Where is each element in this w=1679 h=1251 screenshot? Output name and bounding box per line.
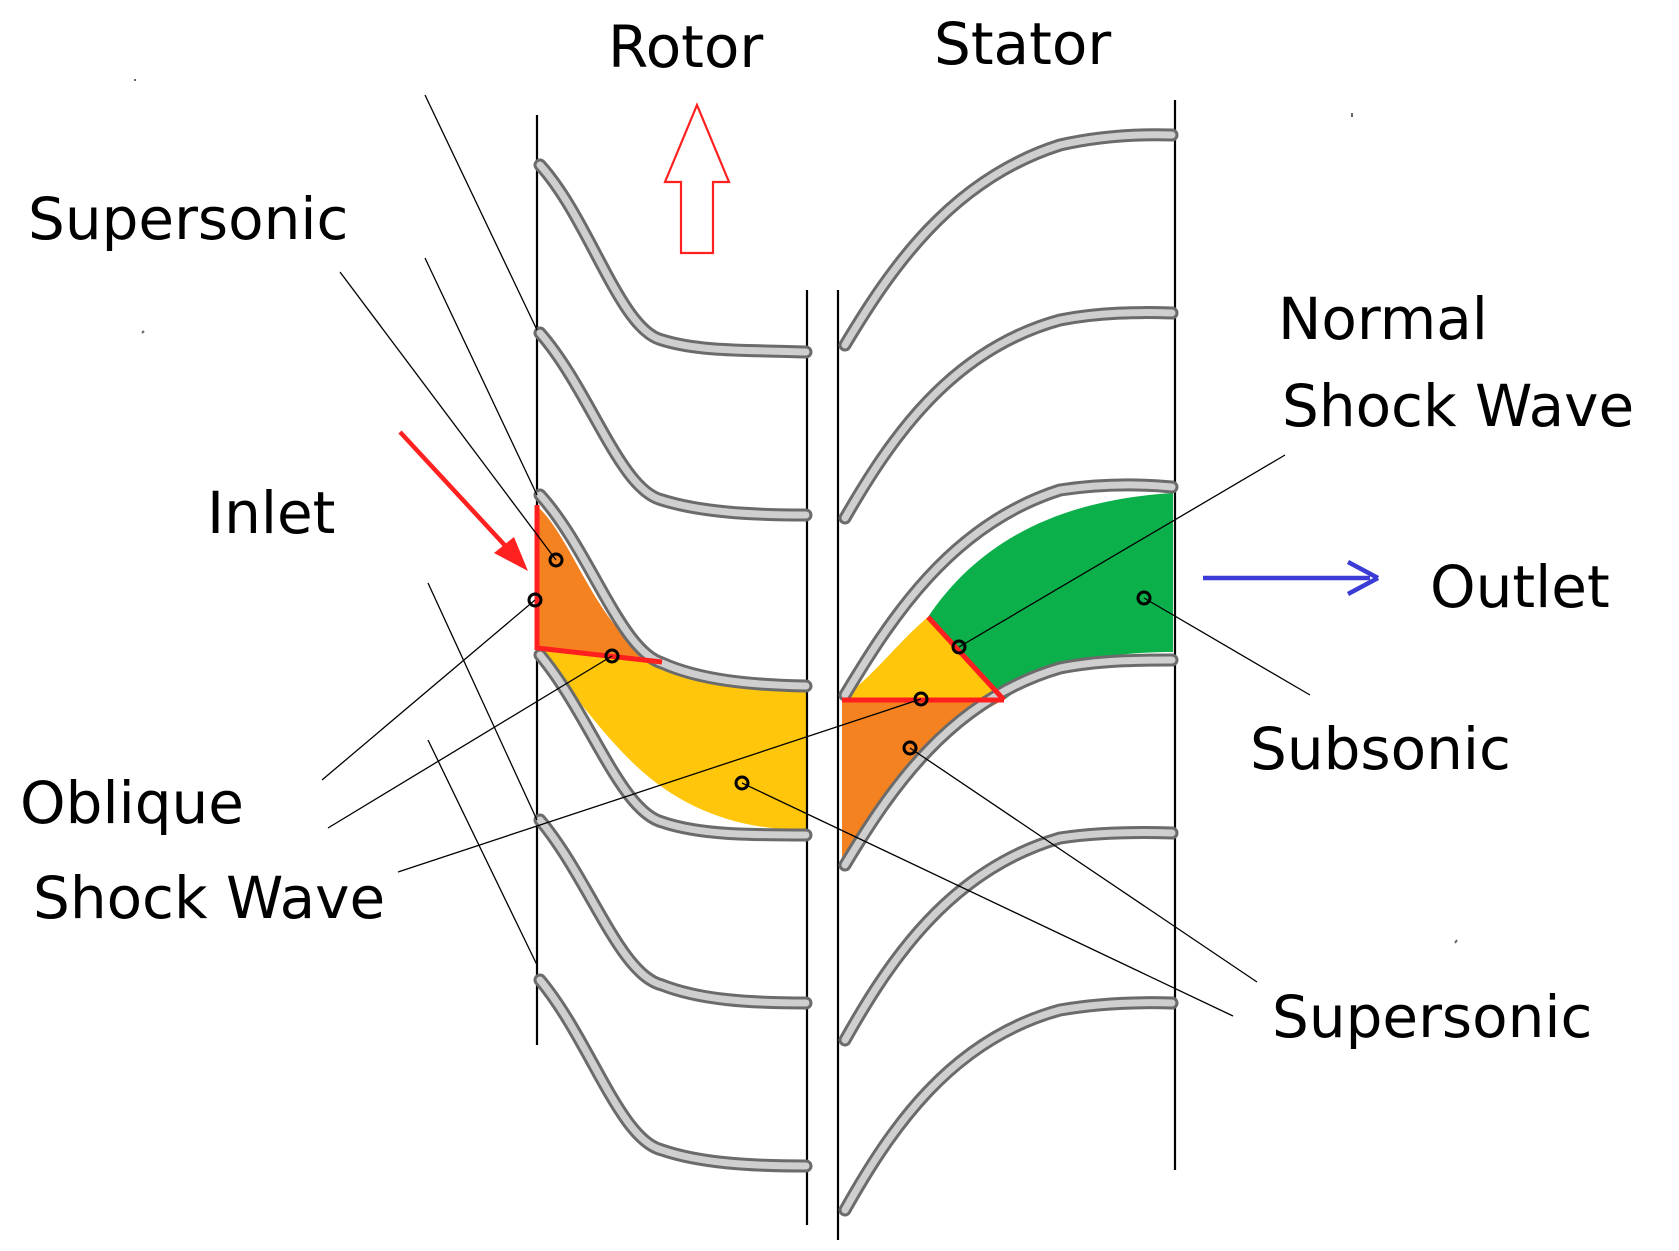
oblique-shock-wave	[536, 645, 663, 665]
inlet-label: Inlet	[207, 479, 336, 547]
inlet-guide-lines	[424, 94, 538, 966]
supersonic-right-label: Supersonic	[1272, 983, 1593, 1051]
oblique-shock-label-line2: Shock Wave	[33, 864, 386, 932]
oblique-shock-label-line1: Oblique	[20, 769, 244, 837]
normal-shock-wave	[926, 615, 1006, 702]
supersonic-left-label: Supersonic	[28, 185, 349, 253]
specks	[134, 79, 1458, 944]
subsonic-label: Subsonic	[1250, 715, 1511, 783]
stator-label: Stator	[934, 10, 1112, 78]
outlet-arrow-icon	[1203, 560, 1380, 596]
stator-subsonic-region	[928, 493, 1173, 700]
marker-points	[527, 552, 1152, 791]
normal-shock-label-line2: Shock Wave	[1282, 372, 1635, 440]
leader-lines	[321, 271, 1311, 1017]
normal-shock-label-line1: Normal	[1278, 285, 1488, 353]
rotor-label: Rotor	[608, 13, 764, 81]
rotor-supersonic-low-region	[537, 650, 806, 830]
stator-supersonic-region	[842, 700, 1004, 860]
rotor-supersonic-region	[537, 506, 662, 662]
rotor-motion-arrow-icon	[663, 102, 731, 255]
outlet-label: Outlet	[1430, 553, 1610, 621]
stator-blades	[838, 128, 1179, 1217]
inlet-arrow-icon	[398, 430, 528, 571]
stator-supersonic-low-region	[842, 617, 1004, 700]
